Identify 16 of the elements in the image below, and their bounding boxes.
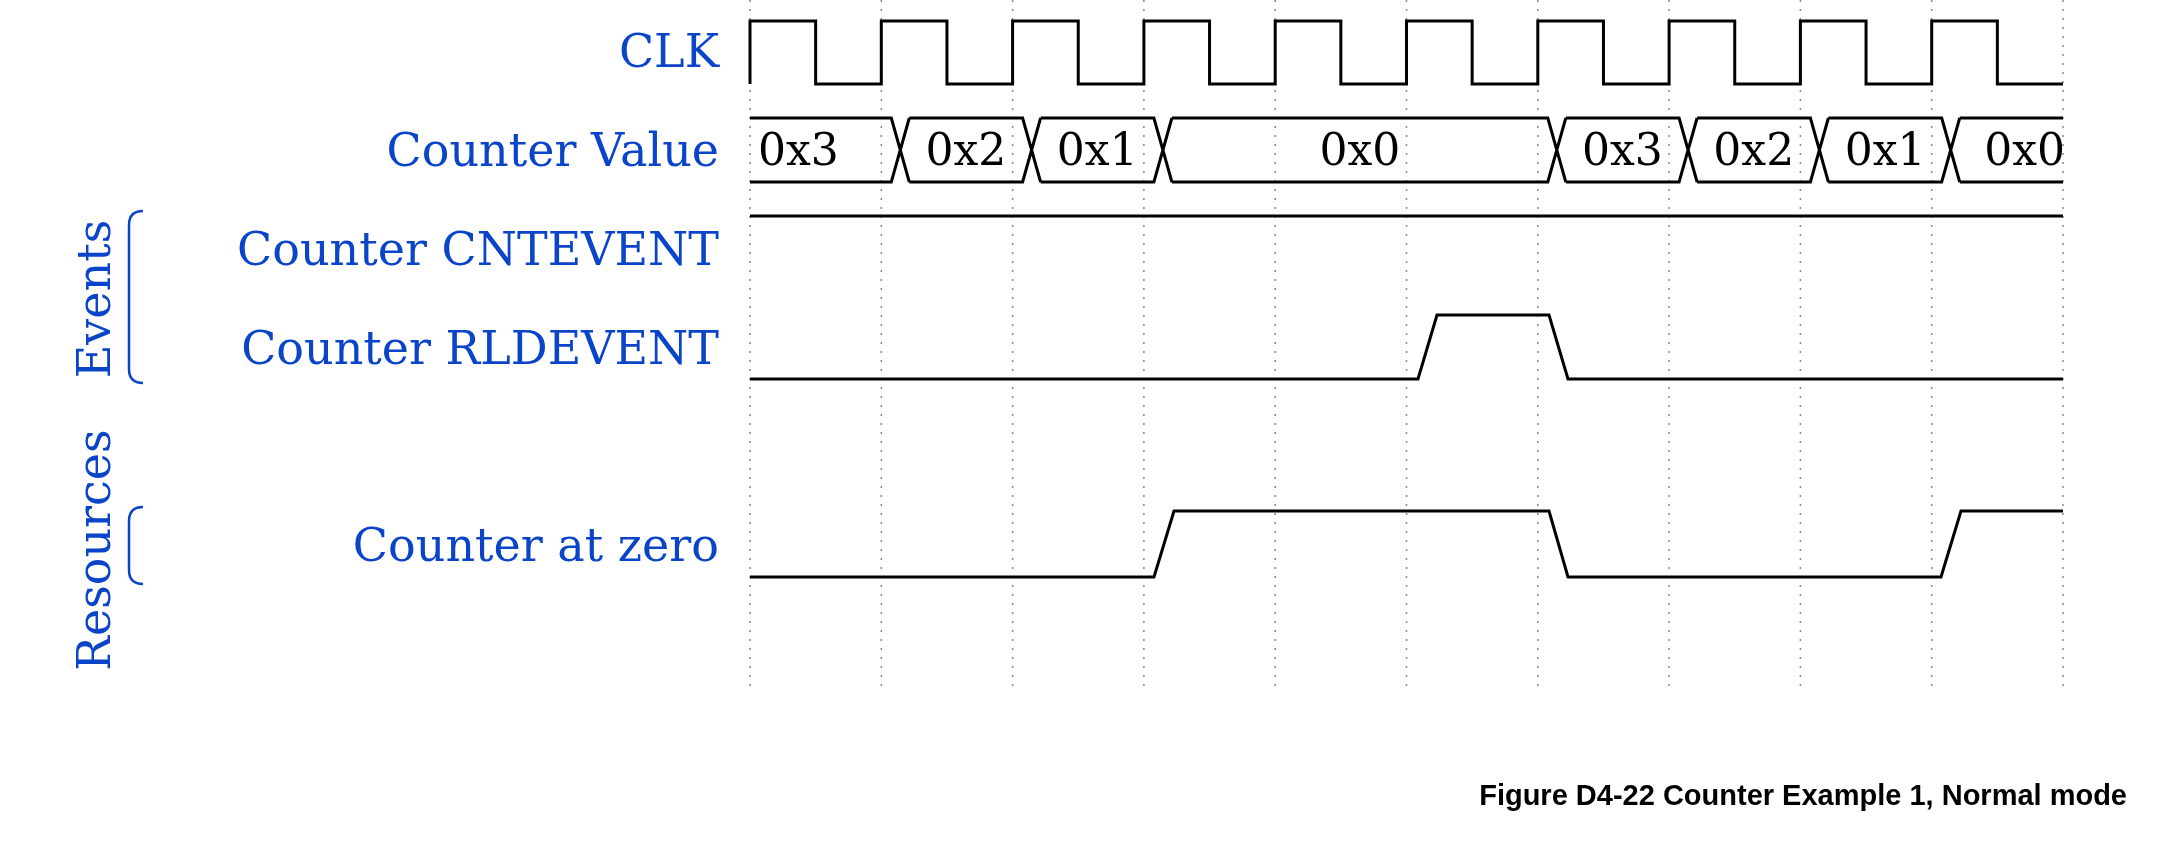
figure-caption: Figure D4-22 Counter Example 1, Normal mode [1479, 781, 2127, 810]
bus-value: 0x0 [1319, 128, 1401, 172]
signal-label: Counter RLDEVENT [241, 325, 719, 371]
bus-value: 0x1 [1844, 128, 1926, 172]
signal-label: CLK [618, 28, 719, 74]
bus-value: 0x3 [758, 128, 839, 172]
group-label: Events [71, 219, 117, 379]
bus-value: 0x2 [925, 128, 1007, 172]
group-label: Resources [71, 429, 117, 671]
bus-value: 0x3 [1582, 128, 1663, 172]
bus-value: 0x1 [1056, 128, 1138, 172]
signal-label: Counter CNTEVENT [237, 226, 719, 272]
signal-label: Counter at zero [352, 522, 719, 568]
bus-value: 0x2 [1713, 128, 1795, 172]
signal-label: Counter Value [386, 127, 719, 173]
bus-value: 0x0 [1984, 128, 2065, 172]
